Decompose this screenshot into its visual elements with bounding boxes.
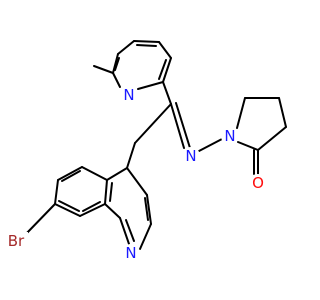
bond-37 xyxy=(54,203,81,217)
atom-o-carbonyl-label: O xyxy=(252,174,264,192)
atom-br-label: Br xyxy=(8,232,25,250)
bond-7 xyxy=(93,65,114,74)
bond-14 xyxy=(175,102,191,149)
atom-o-carbonyl: O xyxy=(249,174,267,192)
bond-25 xyxy=(104,179,108,205)
bond-31 xyxy=(109,182,113,202)
bond-36 xyxy=(54,179,59,205)
bond-6 xyxy=(112,53,119,74)
bond-32 xyxy=(125,219,135,242)
bond-19 xyxy=(257,126,287,151)
atom-n-pyrrolidinone-label: N xyxy=(224,127,235,145)
atom-n-imine-label: N xyxy=(185,147,196,165)
bond-5 xyxy=(112,72,121,88)
bond-9 xyxy=(158,59,167,80)
atom-labels: N N N O Br N xyxy=(4,86,267,262)
bond-15 xyxy=(198,138,223,152)
atom-n-pyridine: N xyxy=(120,86,138,104)
bond-40 xyxy=(58,200,80,212)
bond-39 xyxy=(61,170,81,182)
atom-n-quinoline: N xyxy=(122,244,140,262)
bond-11 xyxy=(162,81,172,105)
bond-42 xyxy=(23,203,56,237)
bond-34 xyxy=(81,166,108,181)
bond-13 xyxy=(134,103,172,144)
bond-20 xyxy=(237,141,259,151)
atom-n-pyridine-label: N xyxy=(123,86,134,104)
bond-24 xyxy=(106,167,128,181)
atom-n-quinoline-label: N xyxy=(125,244,136,262)
bond-3 xyxy=(162,57,172,83)
bond-10 xyxy=(114,57,120,71)
bond-29 xyxy=(146,194,152,225)
molecule-canvas: N N N O Br N xyxy=(4,40,287,262)
bond-0 xyxy=(117,40,135,55)
bond-1 xyxy=(133,40,160,43)
bond-26 xyxy=(104,203,121,219)
bond-16 xyxy=(236,97,246,129)
bonds xyxy=(23,40,287,250)
bond-4 xyxy=(137,81,164,90)
bond-38 xyxy=(79,203,106,217)
bond-8 xyxy=(136,44,157,47)
bond-27 xyxy=(119,217,130,245)
bond-41 xyxy=(82,201,101,212)
bond-12 xyxy=(170,103,185,149)
bond-30 xyxy=(126,167,148,196)
atom-n-imine: N xyxy=(182,147,200,165)
bond-18 xyxy=(278,97,287,128)
bond-2 xyxy=(158,41,172,59)
atom-br: Br xyxy=(4,232,28,250)
bond-23 xyxy=(126,142,136,169)
bond-28 xyxy=(139,223,152,250)
bond-33 xyxy=(144,197,149,221)
bond-35 xyxy=(57,166,83,181)
atom-n-pyrrolidinone: N xyxy=(221,127,239,145)
molecule-structure: N N N O Br N xyxy=(4,40,287,262)
